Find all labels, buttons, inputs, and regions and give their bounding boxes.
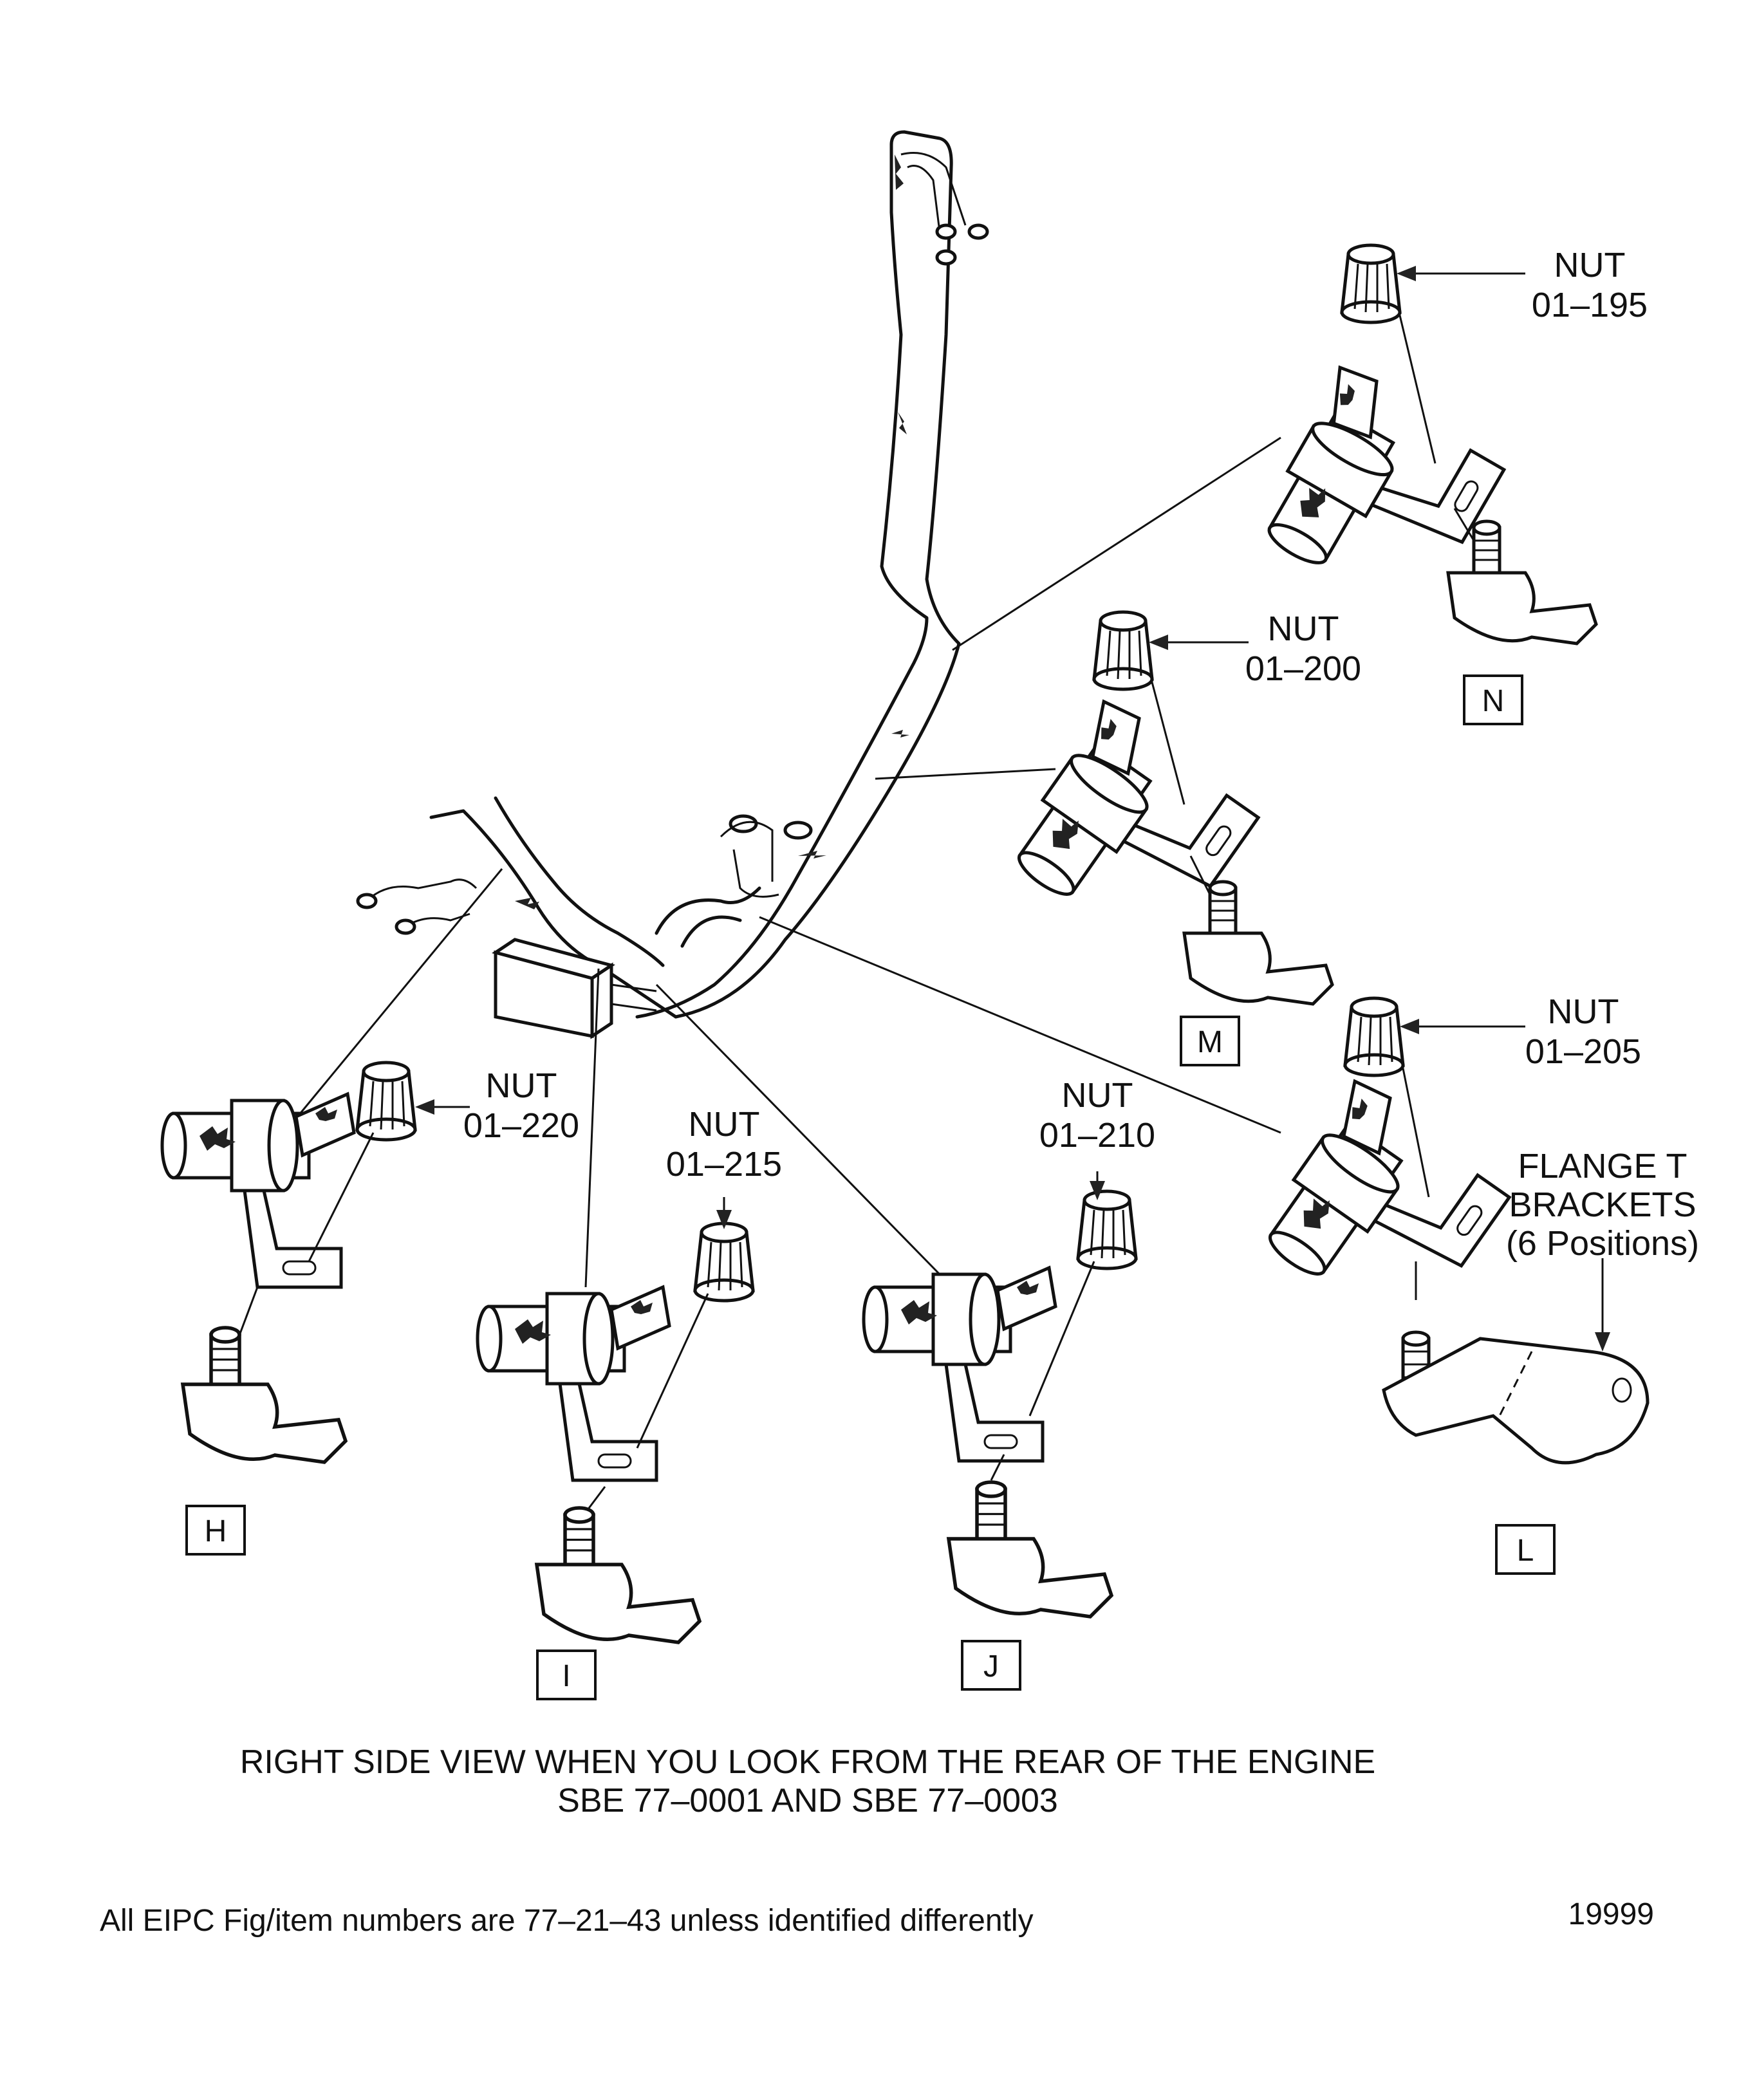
figure-caption: RIGHT SIDE VIEW WHEN YOU LOOK FROM THE R… [240, 1743, 1375, 1819]
svg-text:01–205: 01–205 [1525, 1032, 1641, 1071]
nut-label-01-205: NUT 01–205 [1525, 992, 1641, 1071]
detail-n [1247, 245, 1596, 644]
view-letter-h: H [185, 1505, 246, 1556]
detail-l [1249, 998, 1650, 1465]
svg-text:M: M [1197, 1025, 1223, 1059]
svg-text:RIGHT SIDE VIEW WHEN YOU LOOK: RIGHT SIDE VIEW WHEN YOU LOOK FROM THE R… [240, 1743, 1375, 1781]
detail-i [478, 1197, 753, 1642]
svg-text:FLANGE T: FLANGE T [1518, 1147, 1687, 1185]
svg-text:N: N [1482, 684, 1505, 718]
svg-text:NUT: NUT [486, 1066, 557, 1105]
view-letter-n: N [1463, 674, 1523, 725]
nut-label-01-210: NUT 01–210 [1039, 1076, 1155, 1155]
svg-text:NUT: NUT [689, 1105, 760, 1144]
svg-text:H: H [205, 1514, 227, 1548]
wire-harness [356, 130, 989, 1039]
view-letter-i: I [536, 1649, 597, 1700]
svg-text:01–215: 01–215 [666, 1145, 782, 1184]
svg-text:01–200: 01–200 [1245, 649, 1361, 688]
view-letter-l: L [1495, 1524, 1556, 1575]
flange-bracket-label: FLANGE T BRACKETS (6 Positions) [1506, 1147, 1699, 1263]
svg-text:NUT: NUT [1548, 992, 1619, 1031]
svg-text:J: J [983, 1649, 999, 1684]
svg-text:01–220: 01–220 [463, 1106, 579, 1145]
svg-text:I: I [562, 1659, 570, 1693]
svg-text:NUT: NUT [1554, 246, 1626, 284]
view-letter-m: M [1180, 1016, 1240, 1066]
nut-label-01-195: NUT 01–195 [1532, 246, 1648, 324]
svg-text:NUT: NUT [1268, 609, 1339, 648]
nut-label-01-215: NUT 01–215 [666, 1105, 782, 1184]
detail-h [162, 1063, 470, 1462]
figure-number: 19999 [1568, 1897, 1654, 1931]
svg-text:(6 Positions): (6 Positions) [1506, 1224, 1699, 1263]
footer-note: All EIPC Fig/item numbers are 77–21–43 u… [100, 1904, 1034, 1938]
svg-text:01–210: 01–210 [1039, 1116, 1155, 1155]
view-letter-j: J [961, 1640, 1021, 1691]
detail-j [864, 1171, 1136, 1617]
detail-m [998, 612, 1332, 1004]
nut-label-01-200: NUT 01–200 [1245, 609, 1361, 688]
svg-text:NUT: NUT [1062, 1076, 1133, 1115]
svg-text:BRACKETS: BRACKETS [1509, 1185, 1696, 1224]
leader-lines [288, 436, 1281, 1288]
svg-text:SBE 77–0001 AND SBE 77–0003: SBE 77–0001 AND SBE 77–0003 [557, 1782, 1058, 1819]
svg-text:01–195: 01–195 [1532, 286, 1648, 324]
nut-label-01-220: NUT 01–220 [463, 1066, 579, 1145]
svg-text:L: L [1517, 1534, 1534, 1568]
